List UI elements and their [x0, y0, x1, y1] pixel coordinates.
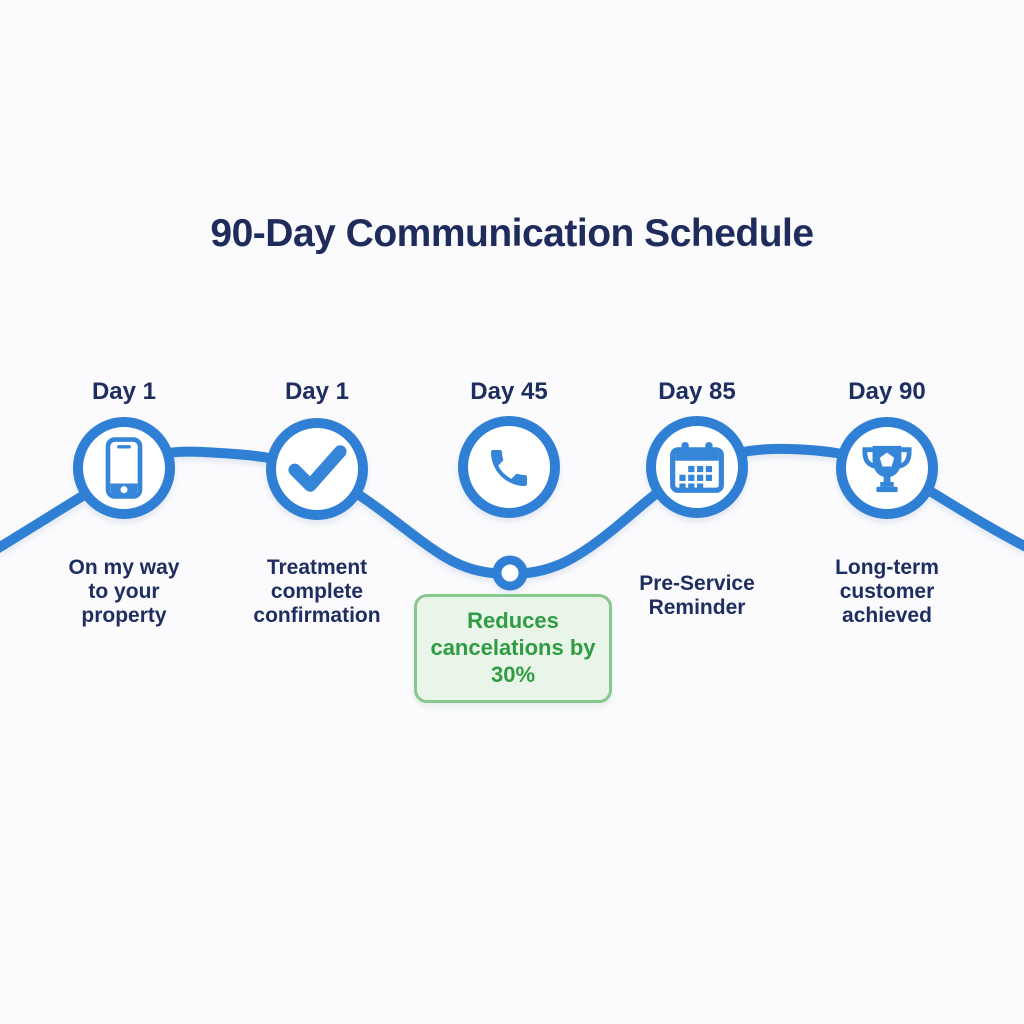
caption-line: complete	[270, 580, 364, 603]
milestone-caption: Treatment complete confirmation	[232, 556, 402, 628]
callout-line: cancelations by	[430, 635, 596, 660]
smartphone-icon	[88, 432, 160, 504]
caption-line: Treatment	[266, 556, 368, 579]
milestone-day-label: Day 45	[470, 378, 548, 405]
caption-line: to your	[88, 580, 160, 603]
milestone-caption: On my way to your property	[39, 556, 209, 628]
caption-line: achieved	[842, 604, 932, 627]
caption-line: Reminder	[648, 596, 746, 619]
milestone-day-label: Day 1	[91, 378, 157, 405]
milestone-day-label: Day 1	[284, 378, 350, 405]
milestone-day-label: Day 85	[658, 378, 736, 405]
timeline-dip-node	[492, 555, 528, 591]
calendar-icon	[661, 432, 733, 504]
caption-line: On my way	[68, 556, 180, 579]
milestone-caption: Pre-Service Reminder	[612, 556, 782, 620]
page-title: 90-Day Communication Schedule	[210, 212, 814, 255]
trophy-icon	[851, 432, 923, 504]
caption-line: Long-term	[835, 556, 939, 579]
caption-line: property	[81, 604, 167, 627]
callout-line: 30%	[490, 662, 536, 687]
callout-line: Reduces	[467, 608, 559, 633]
checkmark-icon	[281, 432, 353, 504]
milestone-circle-day45	[458, 416, 560, 518]
milestone-caption: Long-term customer achieved	[802, 556, 972, 628]
caption-line: Pre-Service	[639, 572, 755, 595]
caption-line: customer	[839, 580, 935, 603]
phone-call-icon	[473, 432, 545, 504]
caption-line: confirmation	[253, 604, 381, 627]
callout-box: Reduces cancelations by 30%	[414, 594, 612, 703]
milestone-day-label: Day 90	[848, 378, 926, 405]
